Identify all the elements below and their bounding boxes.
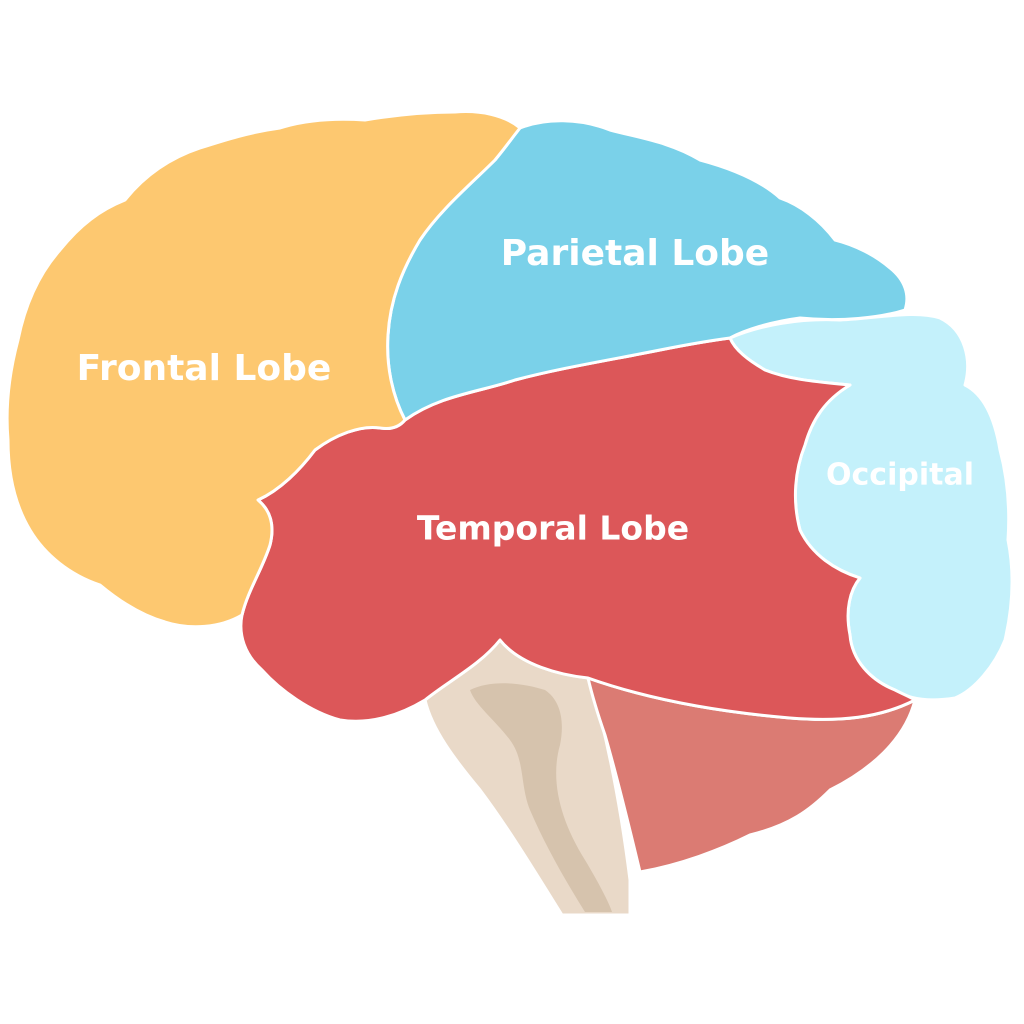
frontal-lobe-label: Frontal Lobe bbox=[77, 348, 332, 389]
brainstem-shading bbox=[470, 683, 612, 912]
frontal-region bbox=[5, 110, 522, 629]
parietal-lobe-label: Parietal Lobe bbox=[501, 233, 769, 274]
occipital-lobe-label: Occipital bbox=[826, 458, 974, 493]
temporal-lobe-label: Temporal Lobe bbox=[417, 509, 689, 548]
